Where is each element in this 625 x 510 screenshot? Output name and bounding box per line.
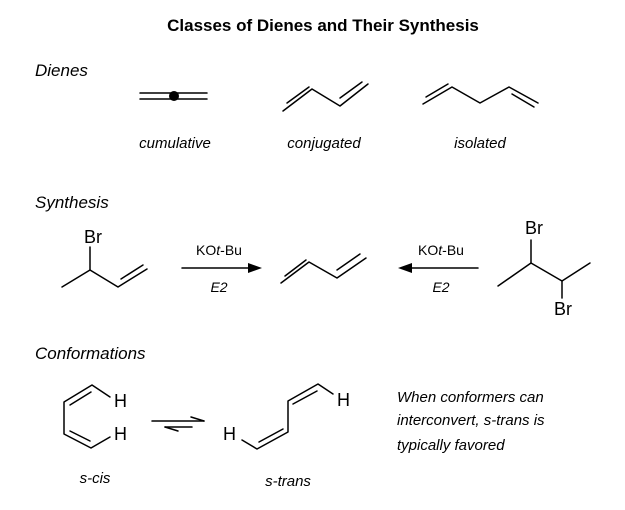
note-line-2: interconvert, s-trans is — [397, 412, 545, 429]
hydrogen-label-right: H — [337, 390, 350, 410]
bromine-label-top: Br — [525, 218, 543, 238]
label-cumulative: cumulative — [139, 135, 211, 152]
cumulative-diene-structure — [139, 91, 208, 101]
section-conformations-heading: Conformations — [35, 344, 146, 363]
conjugated-diene-structure — [282, 81, 369, 112]
label-conjugated: conjugated — [287, 135, 361, 152]
label-s-trans: s-trans — [265, 473, 311, 490]
hydrogen-label-left: H — [223, 424, 236, 444]
mechanism-right: E2 — [432, 279, 449, 295]
s-cis-structure: H H — [63, 384, 127, 449]
section-synthesis-heading: Synthesis — [35, 193, 109, 212]
reverse-reaction-arrow — [398, 263, 479, 273]
isolated-diene-structure — [422, 83, 539, 108]
2-3-dibromobutane-structure: Br Br — [497, 218, 591, 319]
3-bromo-1-butene-structure: Br — [61, 227, 148, 288]
forward-reaction-arrow — [181, 263, 262, 273]
bromine-label-bottom: Br — [554, 299, 572, 319]
note-line-3: typically favored — [397, 437, 505, 454]
equilibrium-arrows — [151, 416, 205, 432]
butadiene-product-structure — [280, 253, 367, 284]
conformation-note: When conformers can interconvert, s-tran… — [397, 389, 545, 454]
reagent-right: KOt-Bu — [418, 242, 464, 258]
hydrogen-label-bottom: H — [114, 424, 127, 444]
label-s-cis: s-cis — [80, 470, 111, 487]
hydrogen-label-top: H — [114, 391, 127, 411]
mechanism-left: E2 — [210, 279, 227, 295]
label-isolated: isolated — [454, 135, 506, 152]
bromine-label: Br — [84, 227, 102, 247]
reagent-left: KOt-Bu — [196, 242, 242, 258]
diagram-title: Classes of Dienes and Their Synthesis — [167, 16, 479, 35]
s-trans-structure: H H — [223, 383, 350, 450]
note-line-1: When conformers can — [397, 389, 544, 406]
section-dienes-heading: Dienes — [35, 61, 88, 80]
